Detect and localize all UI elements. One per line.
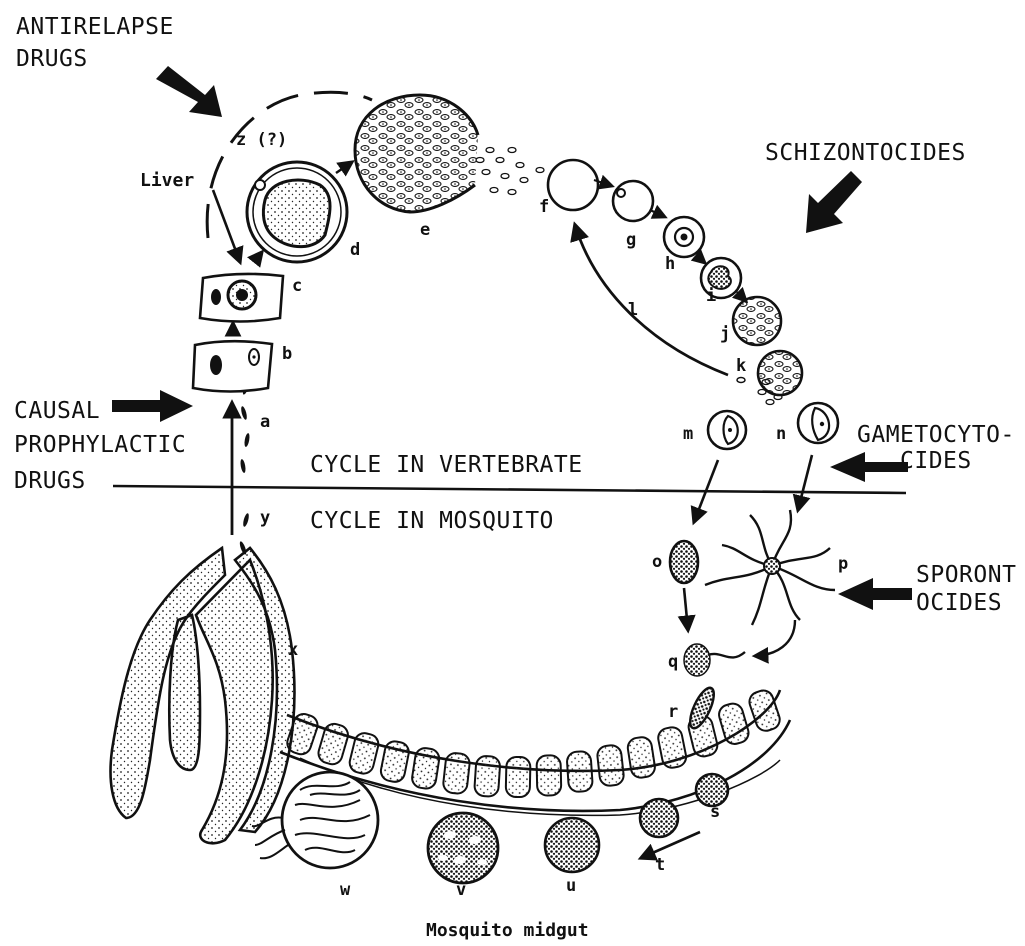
- stage-letter-t: t: [655, 855, 665, 875]
- stage-letter-y: y: [260, 508, 270, 528]
- stage-p-exflagellation: [705, 510, 835, 625]
- midgut-cell: [442, 752, 470, 794]
- stage-letter-d: d: [350, 240, 360, 260]
- midgut-cell: [566, 751, 593, 792]
- gametocytocides-arrow-icon: [830, 452, 908, 482]
- stage-letter-w: w: [340, 880, 350, 900]
- stage-letter-q: q: [668, 652, 678, 672]
- stage-letter-b: b: [282, 344, 292, 364]
- stage-letter-m: m: [683, 424, 693, 444]
- sporontocides-label-line2: OCIDES: [916, 590, 1002, 617]
- c-to-d-arrow: [254, 252, 262, 262]
- liver-label: Liver: [140, 170, 194, 191]
- stage-letter-a: a: [260, 412, 270, 432]
- midgut-cell: [536, 755, 561, 796]
- cycle-vertebrate-label: CYCLE IN VERTEBRATE: [310, 452, 583, 479]
- p-to-q-arrow: [755, 620, 795, 656]
- stage-letter-s: s: [710, 802, 720, 822]
- schizontocides-label: SCHIZONTOCIDES: [765, 140, 966, 167]
- stage-letter-j: j: [720, 324, 730, 344]
- stage-letter-i: i: [706, 286, 716, 306]
- stage-letter-z: z (?): [236, 130, 287, 150]
- gametocytocides-label-line2: CIDES: [900, 448, 972, 475]
- g-to-h-arrow: [650, 210, 665, 217]
- o-to-q-arrow: [684, 588, 688, 630]
- stage-letter-x: x: [288, 640, 298, 660]
- stage-letter-c: c: [292, 276, 302, 296]
- midgut-caption: Mosquito midgut: [426, 920, 589, 941]
- stage-letter-f: f: [539, 197, 549, 217]
- midgut-cell: [626, 736, 656, 779]
- stage-f-rbc: [548, 160, 598, 210]
- stage-letter-n: n: [776, 424, 786, 444]
- h-to-i-arrow: [696, 255, 705, 263]
- midgut-cell: [596, 744, 624, 786]
- stage-letter-k: k: [736, 356, 746, 376]
- stage-b-hepatocyte: [193, 341, 272, 391]
- n-to-p-arrow: [798, 455, 812, 510]
- d-to-e-arrow: [336, 162, 352, 173]
- causal-prophylactic-arrow-icon: [112, 390, 193, 422]
- cycle-mosquito-label: CYCLE IN MOSQUITO: [310, 508, 554, 535]
- stage-m-gametocyte: [708, 411, 746, 449]
- stage-d-liver-schizont: [247, 162, 347, 262]
- causal-label-line2: PROPHYLACTIC: [14, 432, 186, 459]
- midgut-cell: [506, 757, 531, 798]
- midgut-cell: [717, 701, 751, 746]
- stage-letter-r: r: [668, 702, 678, 722]
- stage-letter-v: v: [456, 880, 466, 900]
- stage-v-oocyst: [428, 813, 498, 883]
- midgut-cell: [474, 756, 501, 797]
- gametocytocides-label-line1: GAMETOCYTO-: [857, 422, 1015, 449]
- antirelapse-arrow-icon: [156, 66, 222, 117]
- stage-n-gametocyte: [798, 403, 838, 443]
- liver-to-c-arrow: [213, 190, 240, 262]
- stage-c-hepatocyte: [200, 274, 283, 322]
- schizontocides-arrow-icon: [806, 171, 862, 233]
- antirelapse-label-line1: ANTIRELAPSE: [16, 14, 174, 41]
- stage-o-macrogamete: [670, 541, 698, 583]
- stage-g-ring: [613, 181, 653, 221]
- stage-e-ruptured-schizont: [355, 95, 544, 212]
- stage-h-trophozoite: [664, 217, 704, 257]
- stage-j-schizont: [733, 297, 781, 345]
- stage-letter-g: g: [626, 230, 636, 250]
- stage-letter-o: o: [652, 552, 662, 572]
- sporozoites: [239, 381, 251, 556]
- sporontocides-arrow-icon: [838, 578, 912, 610]
- stage-letter-u: u: [566, 876, 576, 896]
- stage-r-ookinete: [685, 685, 718, 732]
- stage-x-salivary-gland: [111, 548, 295, 843]
- causal-label-line1: CAUSAL: [14, 398, 100, 425]
- stage-letter-p: p: [838, 554, 848, 574]
- stage-k-rupture: [737, 351, 802, 405]
- stage-letter-l: l: [628, 300, 638, 320]
- stage-q-fertilization: [684, 644, 745, 676]
- stage-letter-h: h: [665, 254, 675, 274]
- causal-label-line3: DRUGS: [14, 468, 86, 495]
- sporontocides-label-line1: SPORONT: [916, 562, 1016, 589]
- stage-letter-e: e: [420, 220, 430, 240]
- antirelapse-label-line2: DRUGS: [16, 46, 88, 73]
- stage-u-oocyst: [545, 818, 599, 872]
